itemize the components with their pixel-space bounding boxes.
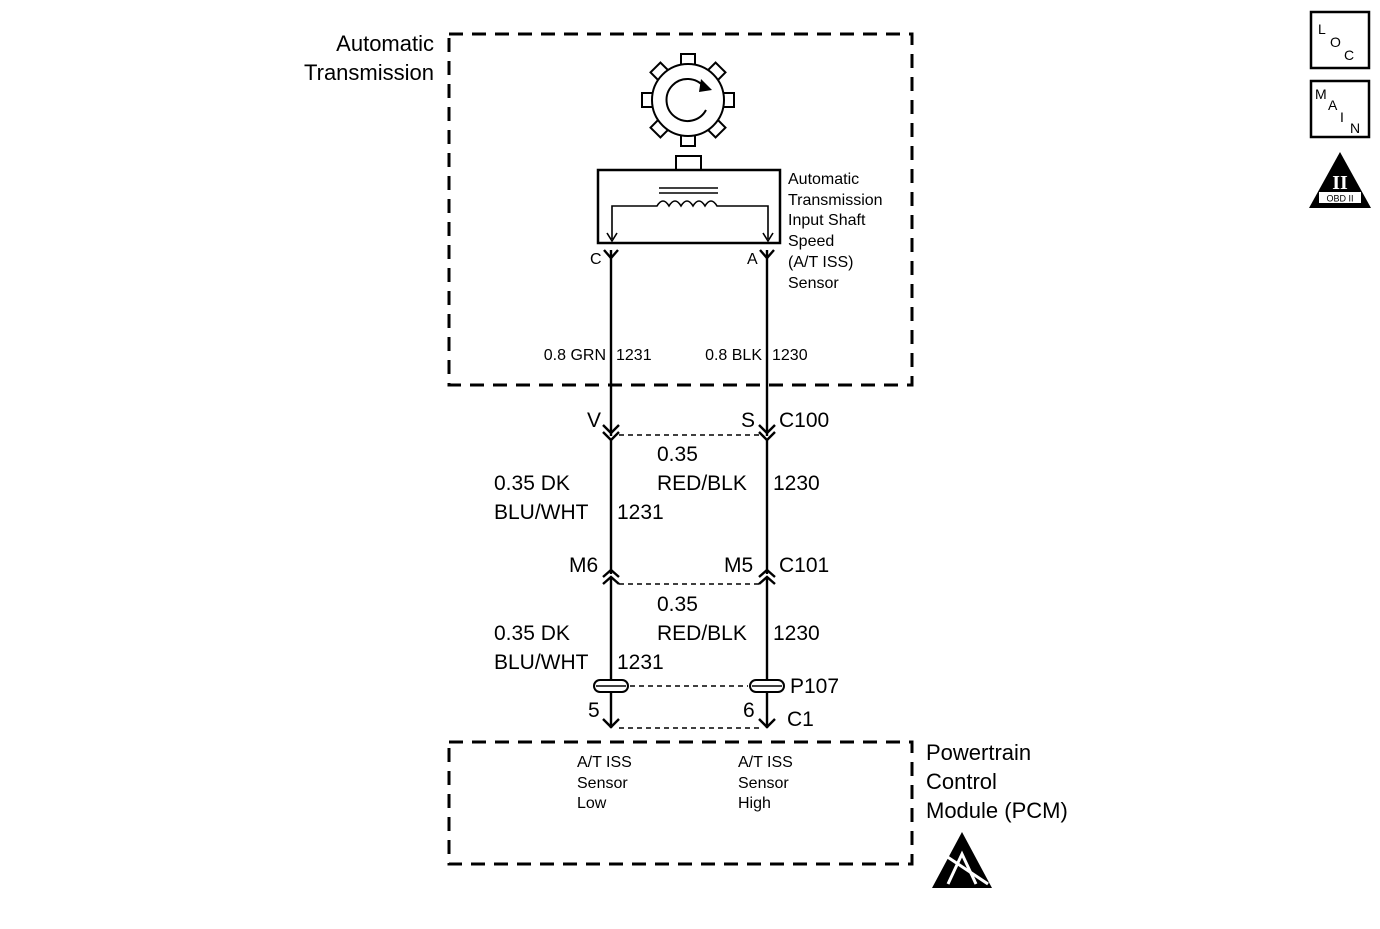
- sensor-label-line6: Sensor: [788, 275, 839, 292]
- iss-sensor-body: [596, 155, 782, 245]
- obd-ii-icon[interactable]: II OBD II: [1309, 152, 1371, 208]
- pcm-title-line3: Module (PCM): [926, 798, 1068, 823]
- wire-mid1-left-line2: BLU/WHT: [494, 501, 589, 524]
- esd-warning-icon: [932, 832, 992, 888]
- c1-connector: [602, 718, 776, 729]
- wire-upper-right-gauge: 0.8 BLK: [705, 347, 762, 364]
- sensor-label-line2: Transmission: [788, 192, 883, 209]
- svg-text:A: A: [1328, 97, 1338, 113]
- c101-pin-m6-label: M6: [569, 554, 598, 577]
- wire-mid1-left-circuit: 1231: [617, 501, 664, 524]
- pcm-pin-low-line1: A/T ISS: [577, 754, 632, 771]
- svg-text:I: I: [1340, 109, 1344, 125]
- svg-text:O: O: [1330, 34, 1341, 50]
- pcm-title-line2: Control: [926, 769, 997, 794]
- main-button-icon[interactable]: M A I N: [1309, 79, 1371, 139]
- c100-pin-v-label: V: [587, 409, 601, 432]
- pcm-box: [447, 740, 914, 866]
- wire-mid1-right-circuit: 1230: [773, 472, 820, 495]
- c101-name: C101: [779, 554, 829, 577]
- sensor-label-line4: Speed: [788, 233, 834, 250]
- wire-mid2-left-line1: 0.35 DK: [494, 622, 570, 645]
- svg-text:N: N: [1350, 120, 1360, 136]
- pcm-pin-high-line1: A/T ISS: [738, 754, 793, 771]
- c1-pin-6-label: 6: [743, 699, 755, 722]
- svg-text:M: M: [1315, 86, 1327, 102]
- wire-mid2-right-line2: RED/BLK: [657, 622, 747, 645]
- transmission-box: [447, 32, 914, 387]
- p107-name: P107: [790, 675, 839, 698]
- c100-pin-s-label: S: [741, 409, 755, 432]
- sensor-label-line5: (A/T ISS): [788, 254, 854, 271]
- pcm-pin-low-line3: Low: [577, 795, 607, 812]
- svg-text:OBD II: OBD II: [1326, 194, 1353, 204]
- sensor-pin-a-label: A: [747, 251, 758, 268]
- wire-mid2-right-circuit: 1230: [773, 622, 820, 645]
- wire-mid2-right-line1: 0.35: [657, 593, 698, 616]
- wire-upper-right-circuit: 1230: [772, 347, 808, 364]
- pcm-pin-high-line3: High: [738, 795, 771, 812]
- pcm-pin-low-line2: Sensor: [577, 775, 628, 792]
- wire-mid2-left-line2: BLU/WHT: [494, 651, 589, 674]
- svg-text:L: L: [1318, 21, 1326, 37]
- p107-passthrough: [593, 679, 785, 693]
- pcm-title-line1: Powertrain: [926, 740, 1031, 765]
- loc-button-icon[interactable]: L O C: [1309, 10, 1371, 70]
- wire-upper-left-circuit: 1231: [616, 347, 652, 364]
- wire-mid1-right-line1: 0.35: [657, 443, 698, 466]
- svg-text:C: C: [1344, 47, 1354, 63]
- wire-mid2-left-circuit: 1231: [617, 651, 664, 674]
- c100-name: C100: [779, 409, 829, 432]
- sensor-label-line1: Automatic: [788, 171, 859, 188]
- sensor-pin-c-label: C: [590, 251, 602, 268]
- pcm-pin-high-line2: Sensor: [738, 775, 789, 792]
- sensor-label-line3: Input Shaft: [788, 212, 866, 229]
- reluctor-wheel-icon: [641, 53, 735, 147]
- c101-pin-m5-label: M5: [724, 554, 753, 577]
- svg-text:II: II: [1332, 172, 1348, 194]
- wire-mid1-left-line1: 0.35 DK: [494, 472, 570, 495]
- c1-name: C1: [787, 708, 814, 731]
- transmission-title-line1: Automatic: [336, 31, 434, 56]
- wire-upper-left-gauge: 0.8 GRN: [544, 347, 606, 364]
- transmission-title-line2: Transmission: [304, 60, 434, 85]
- wire-mid1-right-line2: RED/BLK: [657, 472, 747, 495]
- c1-pin-5-label: 5: [588, 699, 600, 722]
